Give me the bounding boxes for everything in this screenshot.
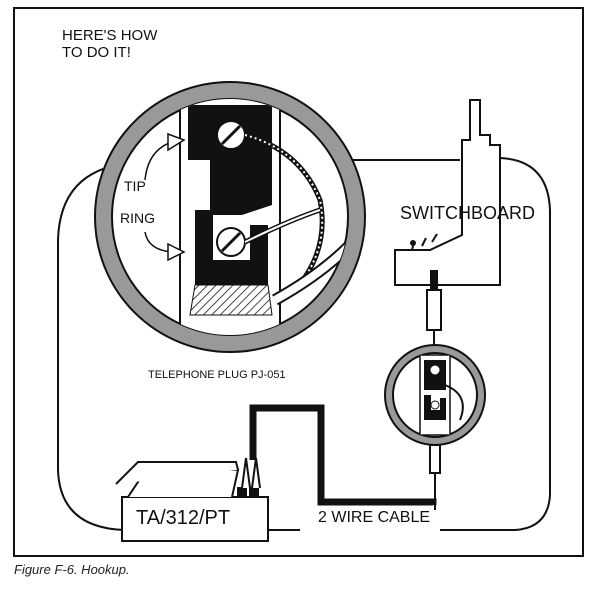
switchboard (394, 99, 501, 286)
connection-outline (57, 157, 551, 531)
telephone-plug-label: TELEPHONE PLUG PJ-051 (148, 369, 286, 381)
small-magnifier (384, 344, 486, 446)
hatched-base (189, 284, 273, 316)
cable-label: 2 WIRE CABLE (318, 509, 431, 526)
heading-text: HERE'S HOW TO DO IT! (62, 27, 158, 62)
ring-arrowhead (167, 242, 186, 262)
switchboard-label: SWITCHBOARD (400, 203, 535, 223)
tip-label: TIP (124, 178, 146, 194)
tip-contact (188, 105, 272, 215)
ring-contact (195, 210, 268, 285)
two-wire-cable (249, 404, 437, 506)
tip-arrowhead (167, 132, 186, 152)
device-label: TA/312/PT (136, 507, 231, 529)
plug-magnifier (94, 81, 366, 353)
ta-312-pt-device (115, 457, 269, 542)
tip-wire (244, 132, 325, 292)
ring-label: RING (120, 210, 155, 226)
figure-caption: Figure F-6. Hookup. (14, 562, 130, 577)
